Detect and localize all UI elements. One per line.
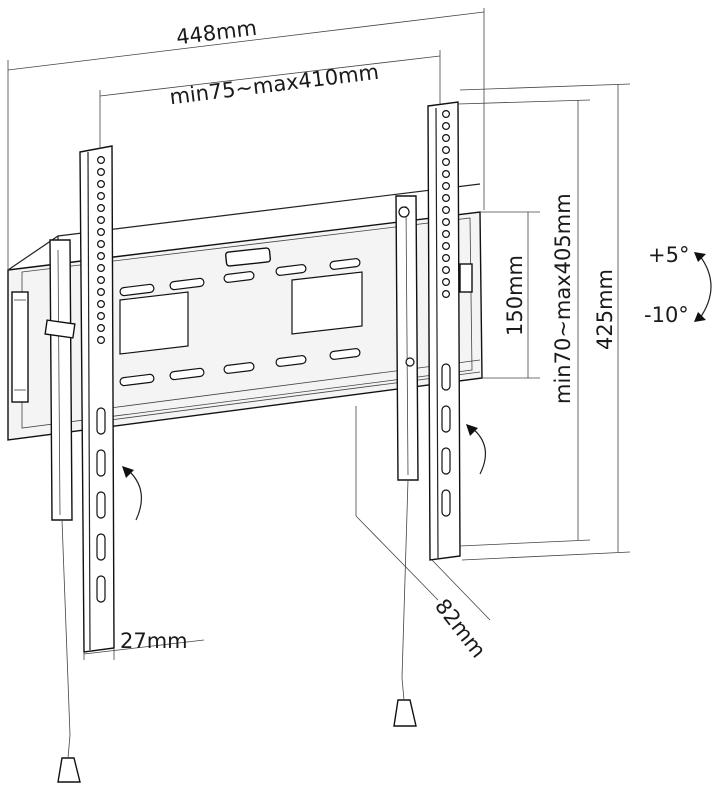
left-arm <box>44 145 115 783</box>
right-cord-handle <box>393 699 417 727</box>
hole-span-label: min75~max410mm <box>168 60 380 109</box>
right-pull-cord <box>401 479 409 679</box>
plate-cutout-right <box>291 271 363 335</box>
plate-slots-bottom <box>119 348 361 387</box>
left-pull-cord <box>61 519 71 736</box>
overall-width-label: 448mm <box>175 16 258 50</box>
right-arm-holes <box>442 109 451 299</box>
left-arm-holes <box>96 156 105 345</box>
tilt-down-label: -10° <box>644 303 689 327</box>
curved-arrow-icon-right <box>466 424 487 475</box>
depth-label: 82mm <box>430 594 491 662</box>
tilt-arrow-icon <box>694 252 712 322</box>
left-cord-handle <box>57 757 81 783</box>
right-arm-slots <box>441 363 451 517</box>
curved-arrow-icon <box>122 466 143 521</box>
plate-slots-top <box>119 258 361 297</box>
left-latch <box>44 319 76 339</box>
left-arm-slots <box>96 407 106 603</box>
plate-cutout-left <box>119 291 189 355</box>
wall-plate <box>7 183 483 441</box>
level-indicator <box>224 247 272 267</box>
dimension-lines <box>7 8 631 660</box>
arm-width-label: 27mm <box>120 629 188 653</box>
tilt-up-label: +5° <box>648 243 689 267</box>
plate-height-label: 150mm <box>503 255 527 336</box>
right-arm <box>393 101 461 727</box>
arm-height-label: 425mm <box>593 269 617 350</box>
vertical-span-label: min70~max405mm <box>551 193 575 404</box>
